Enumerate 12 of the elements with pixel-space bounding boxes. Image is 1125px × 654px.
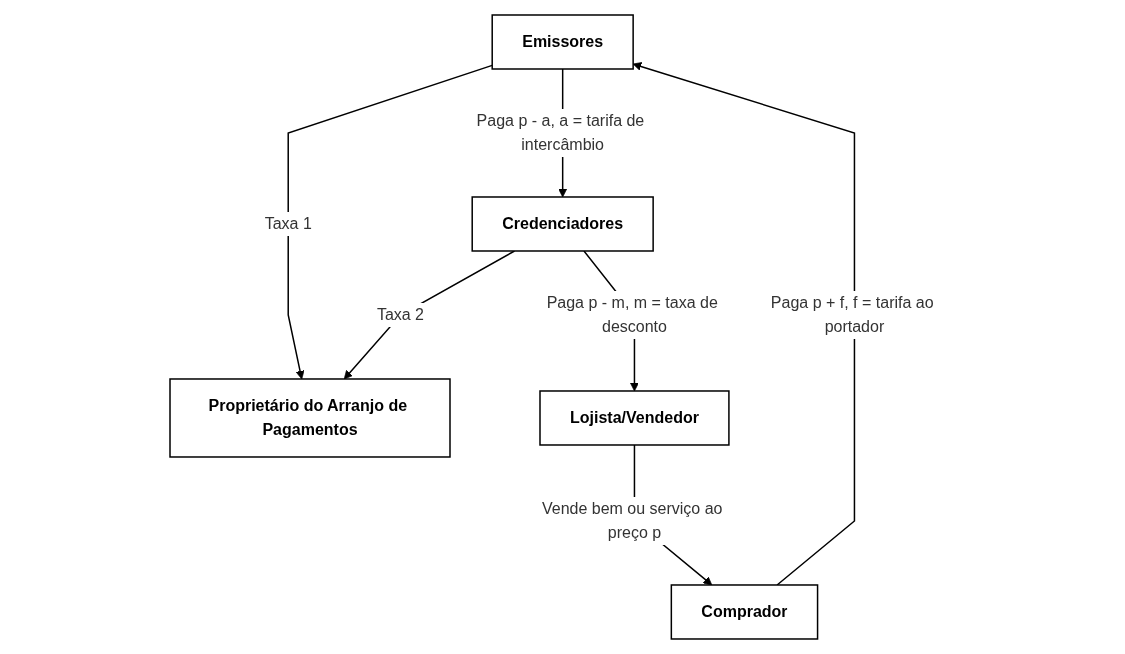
node-box: Lojista/Vendedor <box>539 390 730 446</box>
edge-label: Paga p - m, m = taxa de desconto <box>546 293 719 335</box>
node-box: Credenciadores <box>471 196 655 252</box>
edge-label: Taxa 1 <box>264 214 313 232</box>
arrow <box>344 250 516 380</box>
edge-label: Paga p + f, f = tarifa ao portador <box>771 293 934 335</box>
node-box: Emissores <box>491 14 635 70</box>
node-box: Comprador <box>670 584 819 640</box>
node-box: Proprietário do Arranjo de Pagamentos <box>169 378 451 458</box>
edge-label: Taxa 2 <box>377 305 425 323</box>
edge-label: Vende bem ou serviço ao preço p <box>542 499 723 541</box>
edge-label: Paga p - a, a = tarifa de intercâmbio <box>476 112 645 153</box>
